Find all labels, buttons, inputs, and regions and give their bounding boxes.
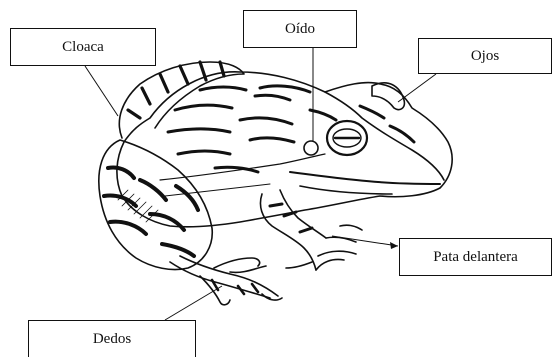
label-oido-text: Oído xyxy=(285,21,315,38)
leader-cloaca xyxy=(85,66,118,116)
label-pata-delantera-text: Pata delantera xyxy=(433,249,518,266)
label-oido: Oído xyxy=(243,10,357,48)
leader-pata xyxy=(332,236,398,246)
label-cloaca-text: Cloaca xyxy=(62,39,104,56)
frog-mouth xyxy=(290,172,440,184)
label-pata-delantera: Pata delantera xyxy=(399,238,552,276)
leader-dedos xyxy=(165,286,222,320)
frog-head-line xyxy=(325,92,444,180)
label-dedos: Dedos xyxy=(28,320,196,357)
label-dedos-text: Dedos xyxy=(93,331,131,348)
label-cloaca: Cloaca xyxy=(10,28,156,66)
frog-front-toes xyxy=(316,259,344,270)
leader-ojos xyxy=(398,74,436,102)
frog-tympanum xyxy=(304,141,318,155)
label-ojos: Ojos xyxy=(418,38,552,74)
label-ojos-text: Ojos xyxy=(471,48,499,65)
frog-back-foot xyxy=(170,262,270,298)
